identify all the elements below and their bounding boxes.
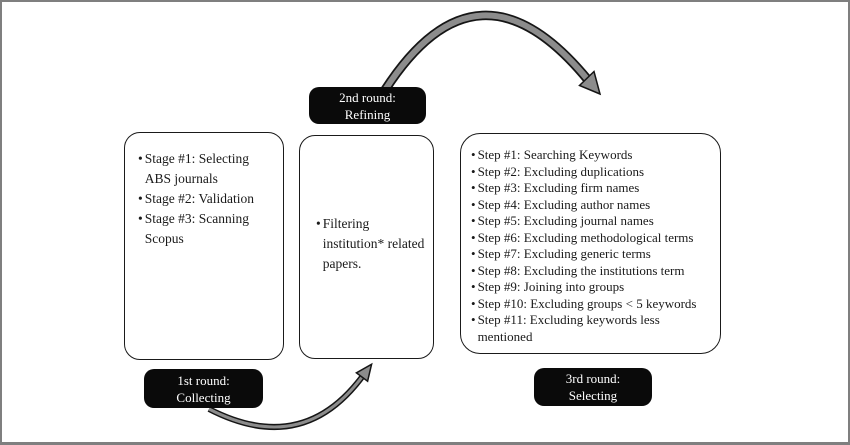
list-item-text: Step #1: Searching Keywords	[477, 147, 633, 162]
list-item-text: Step #10: Excluding groups < 5 keywords	[477, 295, 697, 311]
arrow-refining-to-selecting	[381, 10, 602, 96]
bullet-marker: •	[471, 295, 476, 311]
list-item: • Stage #3: Scanning Scopus	[138, 209, 273, 249]
arrowhead-icon	[355, 362, 373, 383]
list-item-text: Stage #1: Selecting ABS journals	[144, 151, 249, 186]
arrowhead-icon	[578, 70, 602, 96]
collecting-stage-box: • Stage #1: Selecting ABS journals • Sta…	[124, 132, 284, 360]
list-item-text: Step #6: Excluding methodological terms	[477, 229, 694, 245]
bullet-marker: •	[471, 262, 476, 278]
list-item: • Stage #2: Validation	[138, 189, 273, 209]
bullet-marker: •	[138, 211, 143, 226]
round-label-line1: 3rd round:	[565, 371, 621, 386]
arrow-outline-path	[381, 10, 592, 93]
list-item-text: Step #2: Excluding duplications	[477, 163, 645, 179]
list-item: • Stage #1: Selecting ABS journals	[138, 149, 273, 189]
round-label-line2: Selecting	[568, 388, 618, 403]
refining-stage-box: • Filtering institution* related papers.	[299, 135, 434, 359]
list-item-text: Stage #2: Validation	[144, 191, 254, 206]
list-item: • Step #10: Excluding groups < 5 keyword…	[471, 296, 714, 313]
label-1st-round-collecting: 1st round: Collecting	[144, 369, 263, 408]
bullet-marker: •	[316, 216, 321, 231]
label-2nd-round-refining: 2nd round: Refining	[309, 87, 426, 124]
bullet-marker: •	[471, 213, 476, 228]
round-label-line2: Refining	[344, 106, 391, 122]
list-item-text: Step #7: Excluding generic terms	[477, 246, 651, 261]
list-item-text: Step #4: Excluding author names	[477, 196, 651, 212]
list-item-text: Step #3: Excluding firm names	[477, 180, 640, 195]
bullet-marker: •	[138, 151, 143, 166]
arrow-body-path	[382, 12, 591, 92]
bullet-marker: •	[471, 246, 476, 261]
bullet-marker: •	[471, 196, 476, 212]
bullet-marker: •	[138, 191, 143, 206]
list-item: • Step #7: Excluding generic terms	[471, 246, 714, 263]
list-item: • Filtering institution* related papers.	[316, 214, 425, 274]
list-item: • Step #1: Searching Keywords	[471, 147, 714, 164]
bullet-marker: •	[471, 147, 476, 162]
bullet-marker: •	[471, 163, 476, 179]
list-item-text: Stage #3: Scanning Scopus	[144, 211, 249, 246]
selecting-stage-box: • Step #1: Searching Keywords • Step #2:…	[460, 133, 721, 354]
round-label-line2: Collecting	[176, 389, 231, 405]
list-item: • Step #2: Excluding duplications	[471, 164, 714, 181]
list-item: • Step #6: Excluding methodological term…	[471, 230, 714, 247]
list-item: • Step #11: Excluding keywords less ment…	[471, 312, 714, 345]
list-item-text: Step #11: Excluding keywords less mentio…	[477, 312, 660, 344]
round-label-line1: 2nd round:	[339, 89, 396, 105]
list-item: • Step #5: Excluding journal names	[471, 213, 714, 230]
bullet-marker: •	[471, 279, 476, 294]
list-item-text: Step #9: Joining into groups	[477, 279, 625, 294]
label-3rd-round-selecting: 3rd round: Selecting	[534, 368, 652, 406]
list-item-text: Step #8: Excluding the institutions term	[477, 262, 685, 278]
list-item: • Step #9: Joining into groups	[471, 279, 714, 296]
list-item: • Step #4: Excluding author names	[471, 197, 714, 214]
bullet-marker: •	[471, 180, 476, 195]
list-item-text: Step #5: Excluding journal names	[477, 213, 654, 228]
bullet-marker: •	[471, 229, 476, 245]
list-item: • Step #8: Excluding the institutions te…	[471, 263, 714, 280]
list-item: • Step #3: Excluding firm names	[471, 180, 714, 197]
round-label-line1: 1st round:	[177, 372, 230, 388]
list-item-text: Filtering institution* related papers.	[322, 216, 425, 271]
bullet-marker: •	[471, 312, 476, 327]
